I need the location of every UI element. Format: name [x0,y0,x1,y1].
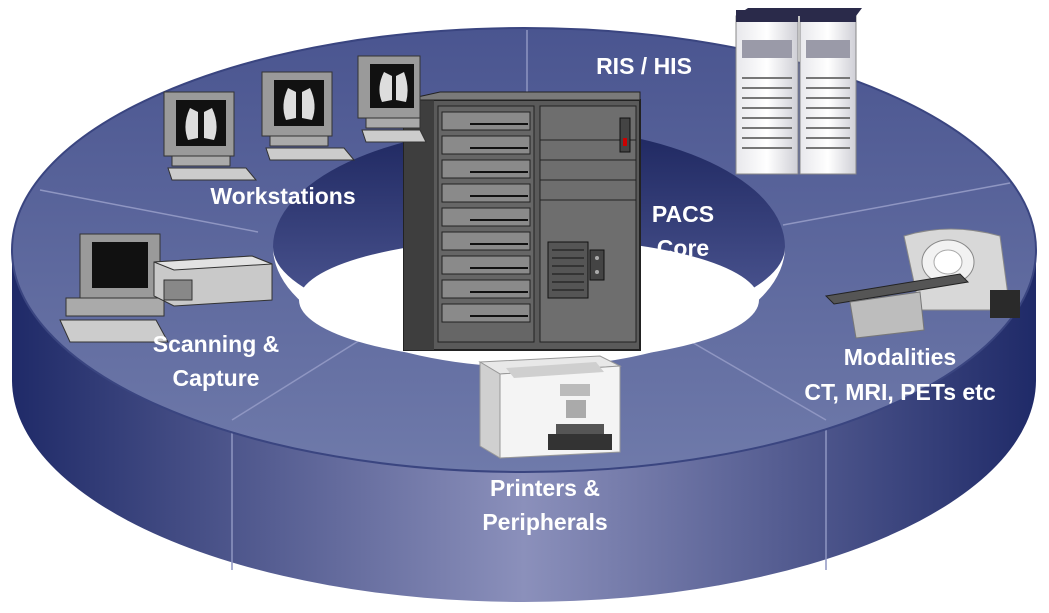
laser-printer-icon [478,355,622,459]
segment-labels: RIS / HIS PACS Core Workstations Scannin… [153,53,996,535]
rack-server-icon [735,8,862,175]
xray-workstation-icon [163,55,427,181]
label-ris-his: RIS / HIS [596,53,692,79]
segment-dividers [39,30,1011,421]
server-cabinet-icon [403,91,641,351]
label-printers-line1: Printers & [490,475,600,501]
label-modalities-line2: CT, MRI, PETs etc [804,379,995,405]
scanner-computer-icon [59,233,273,343]
label-workstations: Workstations [210,183,355,209]
label-scanning-line1: Scanning & [153,331,280,357]
label-printers-line2: Peripherals [482,509,607,535]
label-pacs-core-line1: PACS [652,201,714,227]
label-modalities-line1: Modalities [844,344,956,370]
label-pacs-core-line2: Core [657,235,709,261]
label-scanning-line2: Capture [173,365,260,391]
ct-scanner-icon [824,228,1020,339]
